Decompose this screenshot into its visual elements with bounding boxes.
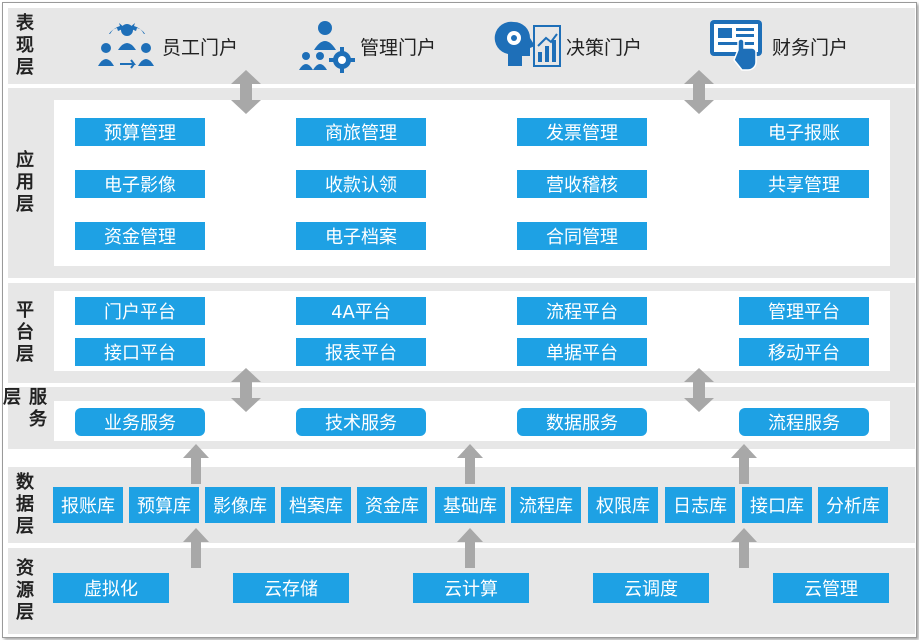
app-module-payment-claim[interactable]: 收款认领: [296, 170, 426, 198]
portal-management[interactable]: 管理门户: [298, 16, 436, 76]
up-arrow-data-to-service-2: [457, 444, 483, 484]
service-workflow[interactable]: 流程服务: [739, 408, 869, 436]
double-arrow-platform-left: [231, 368, 261, 412]
portal-management-label: 管理门户: [360, 36, 437, 59]
db-permission[interactable]: 权限库: [588, 487, 658, 523]
presentation-band: [8, 8, 915, 84]
layer-label-application: 应用层: [13, 150, 34, 216]
layer-label-service: 服务层: [0, 387, 47, 431]
platform-portal[interactable]: 门户平台: [75, 297, 205, 325]
app-module-revenue-audit[interactable]: 营收稽核: [517, 170, 647, 198]
employee-group-icon: [98, 23, 154, 69]
manager-gear-icon: [299, 21, 355, 73]
platform-workflow[interactable]: 流程平台: [517, 297, 647, 325]
db-reimbursement[interactable]: 报账库: [53, 487, 123, 523]
db-log[interactable]: 日志库: [665, 487, 735, 523]
service-technical[interactable]: 技术服务: [296, 408, 426, 436]
layer-label-platform: 平台层: [13, 300, 34, 366]
db-workflow[interactable]: 流程库: [511, 487, 581, 523]
service-data[interactable]: 数据服务: [517, 408, 647, 436]
resource-cloud-management[interactable]: 云管理: [773, 573, 889, 603]
layer-label-resource: 资源层: [13, 558, 34, 624]
layer-label-presentation: 表现层: [13, 13, 34, 79]
portal-employee-label: 员工门户: [162, 36, 239, 59]
db-budget[interactable]: 预算库: [129, 487, 199, 523]
app-module-invoice[interactable]: 发票管理: [517, 118, 647, 146]
app-module-travel[interactable]: 商旅管理: [296, 118, 426, 146]
app-module-e-reimbursement[interactable]: 电子报账: [739, 118, 869, 146]
up-arrow-data-to-service-3: [731, 444, 757, 484]
db-archive[interactable]: 档案库: [281, 487, 351, 523]
resource-cloud-computing[interactable]: 云计算: [413, 573, 529, 603]
layer-label-data: 数据层: [13, 472, 34, 538]
up-arrow-data-to-service-1: [183, 444, 209, 484]
app-module-budget[interactable]: 预算管理: [75, 118, 205, 146]
double-arrow-platform-right: [684, 368, 714, 412]
db-interface[interactable]: 接口库: [742, 487, 812, 523]
service-business[interactable]: 业务服务: [75, 408, 205, 436]
double-arrow-presentation-left: [231, 70, 261, 114]
db-base[interactable]: 基础库: [435, 487, 505, 523]
portal-employee[interactable]: 员工门户: [96, 16, 238, 76]
head-chart-icon: [494, 21, 561, 67]
platform-report[interactable]: 报表平台: [296, 338, 426, 366]
portal-decision-label: 决策门户: [566, 36, 643, 59]
up-arrow-resource-to-data-2: [457, 528, 483, 568]
app-module-fund-management[interactable]: 资金管理: [75, 222, 205, 250]
portal-finance[interactable]: 财务门户: [708, 16, 848, 76]
platform-document[interactable]: 单据平台: [517, 338, 647, 366]
platform-management[interactable]: 管理平台: [739, 297, 869, 325]
up-arrow-resource-to-data-3: [731, 528, 757, 568]
db-imaging[interactable]: 影像库: [205, 487, 275, 523]
up-arrow-resource-to-data-1: [183, 528, 209, 568]
resource-virtualization[interactable]: 虚拟化: [53, 573, 169, 603]
platform-mobile[interactable]: 移动平台: [739, 338, 869, 366]
platform-4a[interactable]: 4A平台: [296, 297, 426, 325]
db-fund[interactable]: 资金库: [357, 487, 427, 523]
resource-cloud-scheduling[interactable]: 云调度: [593, 573, 709, 603]
app-module-shared-management[interactable]: 共享管理: [739, 170, 869, 198]
portal-finance-label: 财务门户: [772, 36, 849, 59]
resource-cloud-storage[interactable]: 云存储: [233, 573, 349, 603]
tablet-touch-icon: [710, 20, 762, 71]
app-module-e-imaging[interactable]: 电子影像: [75, 170, 205, 198]
db-analysis[interactable]: 分析库: [818, 487, 888, 523]
platform-interface[interactable]: 接口平台: [75, 338, 205, 366]
double-arrow-presentation-right: [684, 70, 714, 114]
portal-decision[interactable]: 决策门户: [494, 16, 642, 76]
app-module-e-archive[interactable]: 电子档案: [296, 222, 426, 250]
app-module-contract[interactable]: 合同管理: [517, 222, 647, 250]
